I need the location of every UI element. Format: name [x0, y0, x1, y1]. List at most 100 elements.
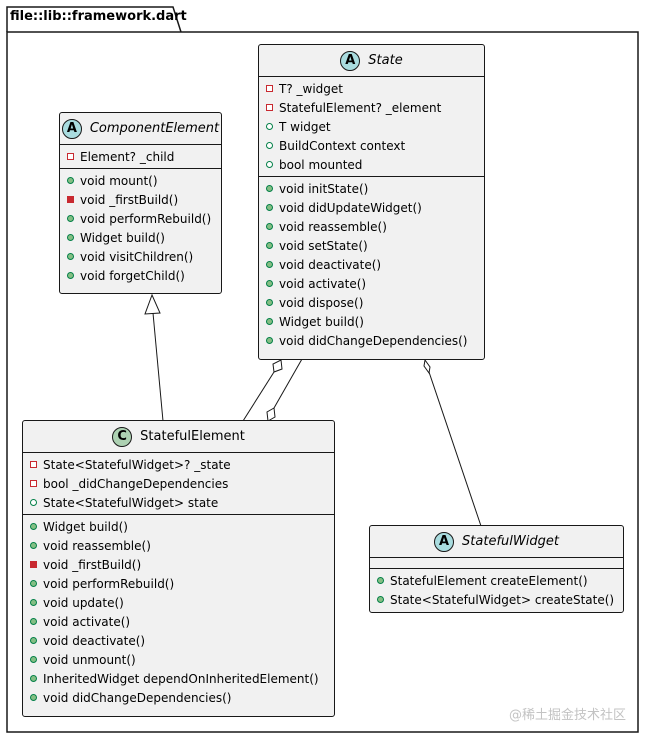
member-text: void didChangeDependencies() — [279, 333, 468, 348]
aggregation-line-element-state — [273, 358, 303, 409]
aggregation-line-state-widget — [428, 371, 482, 527]
class-component-element[interactable]: A ComponentElement Element? _child void … — [59, 112, 222, 294]
member-text: State<StatefulWidget> createState() — [390, 592, 615, 607]
class-field: State<StatefulWidget> state — [23, 493, 334, 512]
private-visibility-icon — [67, 196, 74, 203]
class-method: void visitChildren() — [60, 247, 221, 266]
class-method: void deactivate() — [23, 631, 334, 650]
public-visibility-icon — [377, 596, 384, 603]
class-stateful-widget-fields — [370, 558, 623, 568]
class-field: StatefulElement? _element — [259, 98, 484, 117]
private-visibility-icon — [266, 104, 273, 111]
member-text: State<StatefulWidget> state — [43, 495, 219, 510]
private-visibility-icon — [30, 461, 37, 468]
member-text: void deactivate() — [43, 633, 146, 648]
private-visibility-icon — [30, 480, 37, 487]
class-field: bool _didChangeDependencies — [23, 474, 334, 493]
member-text: InheritedWidget dependOnInheritedElement… — [43, 671, 319, 686]
class-method: void activate() — [259, 274, 484, 293]
class-stateful-element-name: StatefulElement — [140, 429, 245, 444]
class-method: void performRebuild() — [23, 574, 334, 593]
aggregation-diamond-widget — [423, 358, 431, 375]
class-method: void performRebuild() — [60, 209, 221, 228]
member-text: StatefulElement createElement() — [390, 573, 588, 588]
public-visibility-icon — [30, 694, 37, 701]
member-text: BuildContext context — [279, 138, 406, 153]
class-method: void didChangeDependencies() — [259, 331, 484, 350]
member-text: Widget build() — [279, 314, 364, 329]
member-text: void deactivate() — [279, 257, 382, 272]
public-visibility-icon — [377, 577, 384, 584]
public-visibility-icon — [67, 234, 74, 241]
public-visibility-icon — [30, 580, 37, 587]
class-state-header: A State — [259, 45, 484, 77]
class-component-element-fields: Element? _child — [60, 145, 221, 168]
package-tab — [6, 6, 182, 33]
public-visibility-icon — [67, 272, 74, 279]
public-visibility-icon — [266, 185, 273, 192]
class-component-element-header: A ComponentElement — [60, 113, 221, 145]
member-text: void mount() — [80, 173, 158, 188]
class-method: void forgetChild() — [60, 266, 221, 285]
class-stateful-widget[interactable]: A StatefulWidget StatefulElement createE… — [369, 525, 624, 613]
concrete-class-icon: C — [112, 426, 133, 447]
public-visibility-icon — [30, 637, 37, 644]
member-text: void didUpdateWidget() — [279, 200, 422, 215]
class-method: InheritedWidget dependOnInheritedElement… — [23, 669, 334, 688]
member-text: void update() — [43, 595, 124, 610]
aggregation-line-state-element — [242, 371, 275, 422]
member-text: void activate() — [279, 276, 367, 291]
member-text: T? _widget — [279, 81, 343, 96]
class-field: BuildContext context — [259, 136, 484, 155]
member-text: void visitChildren() — [80, 249, 194, 264]
public-visibility-icon — [266, 280, 273, 287]
public-visibility-icon — [266, 223, 273, 230]
class-component-element-name: ComponentElement — [89, 121, 220, 136]
member-text: T widget — [279, 119, 331, 134]
member-text: void _firstBuild() — [80, 192, 179, 207]
class-field: T widget — [259, 117, 484, 136]
abstract-class-icon: A — [434, 531, 455, 552]
class-method: void activate() — [23, 612, 334, 631]
abstract-class-icon: A — [340, 50, 361, 71]
member-text: Widget build() — [80, 230, 165, 245]
member-text: void didChangeDependencies() — [43, 690, 232, 705]
member-text: void performRebuild() — [43, 576, 175, 591]
package-name: file::lib::framework.dart — [10, 9, 187, 24]
member-text: Element? _child — [80, 149, 175, 164]
public-visibility-icon — [266, 161, 273, 168]
member-text: void reassemble() — [279, 219, 387, 234]
class-method: void unmount() — [23, 650, 334, 669]
member-text: bool _didChangeDependencies — [43, 476, 229, 491]
public-visibility-icon — [30, 656, 37, 663]
class-method: StatefulElement createElement() — [370, 571, 623, 590]
abstract-class-icon: A — [61, 118, 82, 139]
public-visibility-icon — [266, 204, 273, 211]
class-method: Widget build() — [60, 228, 221, 247]
aggregation-diamond-element — [266, 407, 276, 422]
member-text: bool mounted — [279, 157, 363, 172]
member-text: State<StatefulWidget>? _state — [43, 457, 231, 472]
class-method: void didUpdateWidget() — [259, 198, 484, 217]
class-method: void reassemble() — [23, 536, 334, 555]
public-visibility-icon — [30, 599, 37, 606]
class-method: void setState() — [259, 236, 484, 255]
class-method: Widget build() — [259, 312, 484, 331]
member-text: Widget build() — [43, 519, 128, 534]
public-visibility-icon — [266, 299, 273, 306]
class-stateful-element[interactable]: C StatefulElement State<StatefulWidget>?… — [22, 420, 335, 717]
public-visibility-icon — [67, 215, 74, 222]
private-visibility-icon — [30, 561, 37, 568]
public-visibility-icon — [30, 499, 37, 506]
private-visibility-icon — [266, 85, 273, 92]
public-visibility-icon — [67, 253, 74, 260]
member-text: void unmount() — [43, 652, 136, 667]
member-text: StatefulElement? _element — [279, 100, 442, 115]
class-state-methods: void initState()void didUpdateWidget()vo… — [259, 176, 484, 352]
class-stateful-widget-name: StatefulWidget — [462, 534, 559, 549]
class-method: void reassemble() — [259, 217, 484, 236]
class-method: Widget build() — [23, 517, 334, 536]
class-method: void dispose() — [259, 293, 484, 312]
